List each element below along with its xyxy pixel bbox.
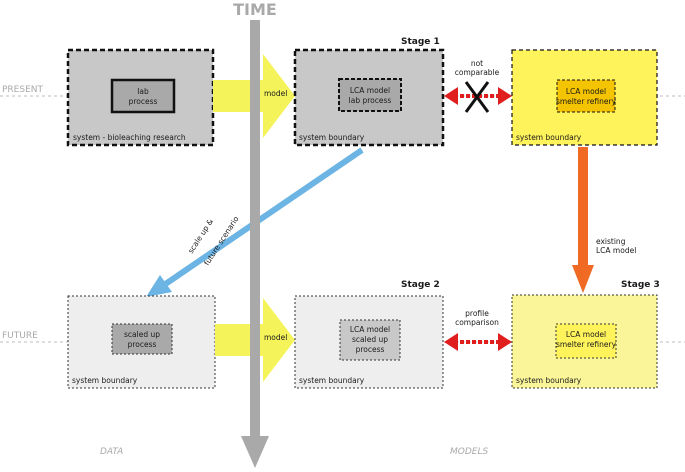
- scaled-up-system-box: scaled up process system boundary: [67, 295, 216, 389]
- research-system-box: lab process system - bioleaching researc…: [66, 48, 215, 147]
- lca-lab-line1: LCA model: [350, 86, 390, 95]
- models-column-label: MODELS: [450, 447, 488, 457]
- scaled-up-line1: scaled up: [124, 330, 160, 339]
- smelter-future-line2: smelter refinery: [556, 340, 617, 349]
- lca-scaled-box: LCA model scaled up process system bound…: [294, 295, 444, 389]
- model-label-bottom: model: [264, 333, 287, 342]
- profile-comparison-line1: profile: [465, 309, 489, 318]
- smelter-future-inner-box: [555, 323, 617, 359]
- stage3-label: Stage 3: [621, 280, 660, 290]
- smelter-present-line2: smelter refinery: [556, 97, 617, 106]
- stage2-label: Stage 2: [401, 280, 440, 290]
- lca-lab-line2: lab process: [349, 96, 392, 105]
- profile-comparison-arrow: [444, 333, 512, 351]
- lca-scaled-line2: scaled up: [352, 335, 388, 344]
- smelter-future-line1: LCA model: [566, 330, 606, 339]
- time-label: TIME: [233, 0, 277, 19]
- lca-scaled-boundary-label: system boundary: [299, 376, 365, 385]
- smelter-present-line1: LCA model: [566, 87, 606, 96]
- smelter-future-boundary-label: system boundary: [516, 376, 582, 385]
- lca-scaled-line3: process: [356, 345, 385, 354]
- present-label: PRESENT: [2, 85, 43, 95]
- time-axis-arrow: [241, 20, 269, 468]
- lca-lab-box: LCA model lab process system boundary: [293, 48, 445, 147]
- not-comparable-line2: comparable: [455, 68, 500, 77]
- smelter-present-inner-box: [556, 79, 616, 113]
- scaled-up-boundary-label: system boundary: [72, 376, 138, 385]
- not-comparable-arrow: [444, 81, 512, 113]
- profile-comparison-line2: comparison: [455, 318, 499, 327]
- scaled-up-line2: process: [128, 340, 157, 349]
- lca-scaled-inner-box: [339, 319, 401, 361]
- lab-process-line1: lab: [137, 87, 149, 96]
- lca-scaled-line1: LCA model: [350, 325, 390, 334]
- lca-lab-inner-box: [338, 78, 402, 112]
- future-label: FUTURE: [2, 331, 38, 341]
- lca-lab-boundary-label: system boundary: [299, 133, 365, 142]
- smelter-present-box: LCA model smelter refinery system bounda…: [511, 49, 658, 146]
- existing-lca-line2: LCA model: [596, 246, 636, 255]
- model-label-top: model: [264, 89, 287, 98]
- smelter-future-box: LCA model smelter refinery system bounda…: [511, 294, 658, 389]
- stage1-label: Stage 1: [401, 37, 440, 47]
- lab-process-box: [110, 78, 176, 114]
- lab-process-line2: process: [129, 97, 158, 106]
- scaled-up-inner-box: [111, 323, 173, 355]
- research-boundary-label: system - bioleaching research: [73, 133, 186, 142]
- scale-up-arrow: [146, 147, 364, 297]
- data-column-label: DATA: [100, 447, 123, 457]
- not-comparable-line1: not: [471, 59, 483, 68]
- existing-lca-arrow: [572, 147, 594, 293]
- existing-lca-line1: existing: [596, 237, 626, 246]
- smelter-present-boundary-label: system boundary: [516, 133, 582, 142]
